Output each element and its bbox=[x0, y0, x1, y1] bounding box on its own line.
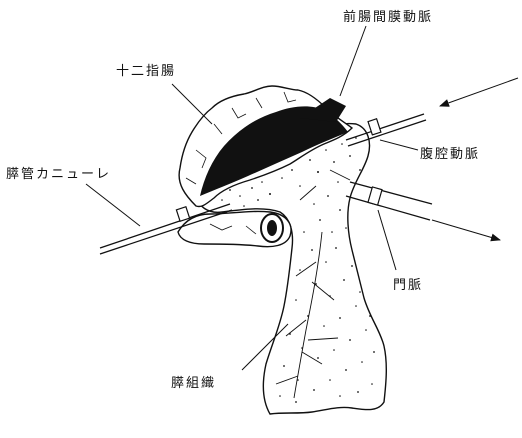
portal-outflow-arrow bbox=[432, 220, 500, 240]
label-pancreatic-tissue: 膵組織 bbox=[171, 372, 216, 391]
celiac-inflow-arrow bbox=[440, 78, 518, 106]
label-celiac-artery: 腹腔動脈 bbox=[420, 143, 480, 162]
label-duodenum: 十二指腸 bbox=[116, 60, 176, 79]
label-pancreatic-duct-cannula: 膵管カニューレ bbox=[6, 163, 111, 182]
label-portal-vein: 門脈 bbox=[393, 274, 423, 293]
label-superior-mesenteric-artery: 前腸間膜動脈 bbox=[343, 6, 433, 25]
portal-cannula bbox=[346, 182, 432, 220]
duodenum-cut-inner bbox=[267, 220, 277, 236]
